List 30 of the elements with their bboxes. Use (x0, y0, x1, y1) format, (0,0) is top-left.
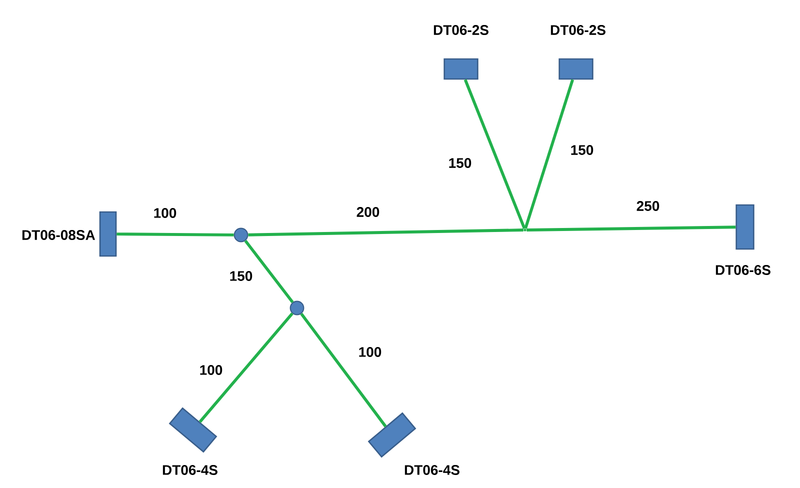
edge-label: 150 (571, 145, 594, 155)
node-label: DT06-2S (550, 25, 606, 35)
junction-dot (234, 228, 248, 242)
connector: DT06-2S (550, 25, 606, 80)
connector: DT06-4S (162, 407, 218, 475)
edge-label: 100 (359, 347, 382, 357)
edge-label: 100 (154, 208, 176, 218)
node-label: DT06-08SA (22, 230, 96, 240)
connector: DT06-6S (716, 204, 770, 275)
splice-point (524, 228, 526, 232)
node-label: DT06-6S (716, 265, 770, 275)
connector: DT06-2S (434, 25, 488, 80)
node-label: DT06-2S (434, 25, 488, 35)
edge-label: 100 (200, 365, 222, 375)
wire (526, 226, 736, 232)
node-label: DT06-4S (404, 465, 460, 475)
wire (248, 228, 524, 236)
edge-label: 200 (356, 207, 380, 217)
connector: DT06-08SA (22, 211, 117, 257)
wire (116, 232, 234, 236)
node-label: DT06-4S (162, 465, 218, 475)
edge-label: 150 (449, 158, 472, 168)
wire (300, 312, 387, 428)
wire (244, 240, 294, 304)
edge-label: 250 (636, 201, 660, 211)
edge-label: 150 (230, 271, 252, 281)
wire (524, 79, 574, 229)
wire (198, 312, 294, 423)
wire (464, 79, 526, 230)
junction-dot (290, 300, 304, 316)
